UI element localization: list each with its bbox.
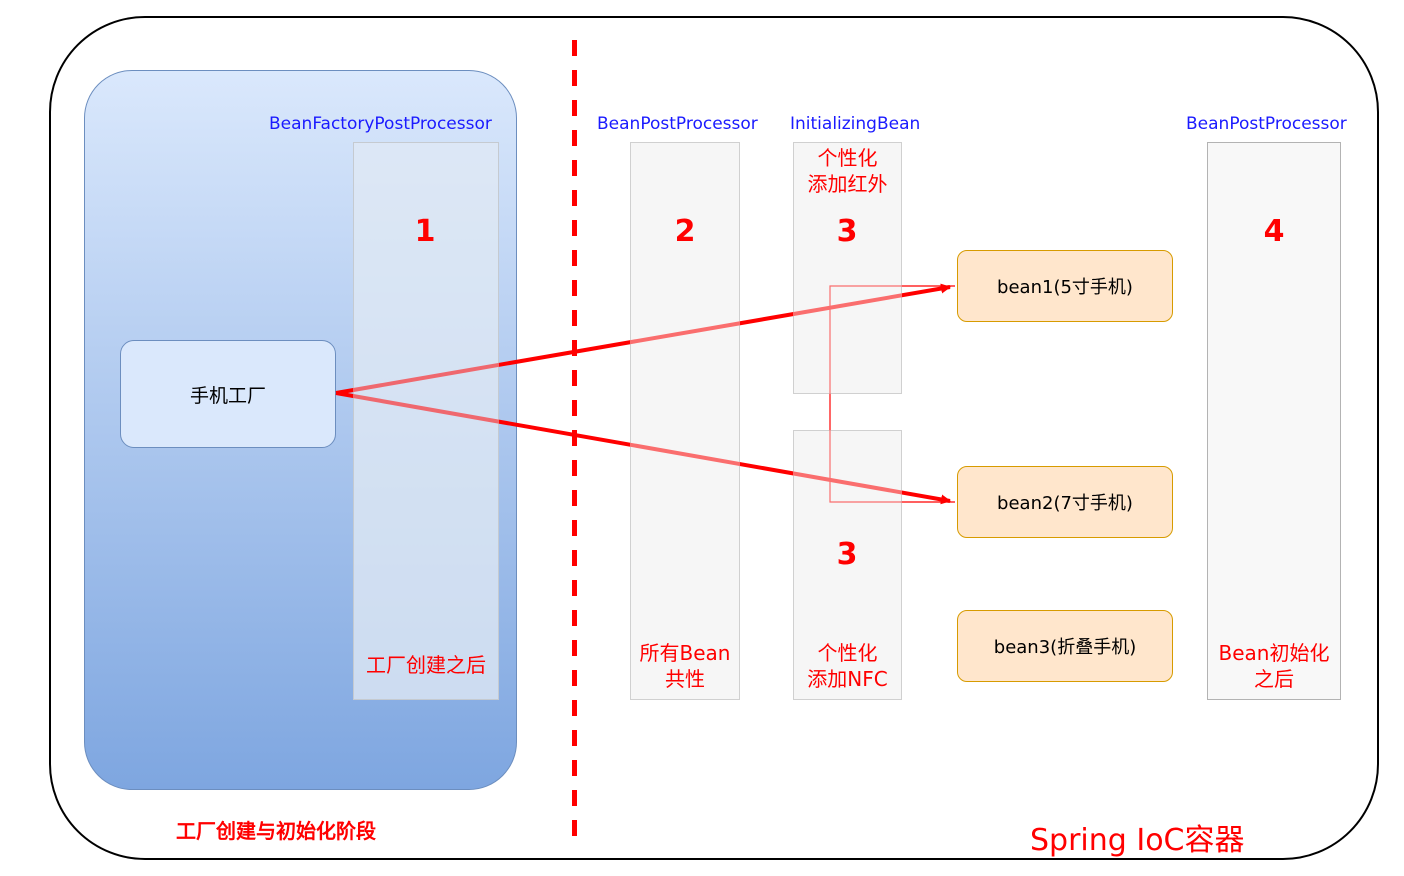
bpp-before-column	[630, 142, 740, 700]
step-2: 2	[674, 214, 696, 249]
step-4: 4	[1263, 214, 1285, 249]
step-3-top: 3	[836, 214, 858, 249]
personalize-nfc-line1: 个性化	[817, 641, 878, 665]
factory-to-bean2-arrow	[335, 391, 951, 505]
factory-stage-label: 工厂创建与初始化阶段	[176, 819, 376, 843]
initializing-bean-label: InitializingBean	[790, 114, 921, 134]
spring-ioc-label: Spring IoC容器	[1030, 823, 1245, 858]
initializing-bean-column-bottom	[793, 430, 902, 700]
after-init-line2: 之后	[1254, 667, 1294, 691]
bfpp-column-overlay	[353, 142, 499, 700]
bpp-before-column-overlay	[630, 142, 740, 700]
phone-factory-label: 手机工厂	[189, 384, 266, 407]
step-1: 1	[414, 214, 436, 249]
personalize-nfc-line2: 添加NFC	[807, 667, 888, 691]
bpp-after-label: BeanPostProcessor	[1186, 114, 1347, 134]
bean-link-connector	[829, 285, 955, 503]
initializing-bean-column-top	[793, 142, 902, 394]
after-init-text: Bean初始化 之后	[1200, 640, 1348, 692]
after-factory-text: 工厂创建之后	[366, 653, 486, 677]
initializing-top-overlay	[793, 142, 902, 394]
all-bean-common-line2: 共性	[665, 667, 705, 691]
initializing-bottom-overlay	[793, 430, 902, 700]
all-bean-common-line1: 所有Bean	[639, 641, 731, 665]
bfpp-label: BeanFactoryPostProcessor	[269, 114, 492, 134]
bean3-label: bean3(折叠手机)	[993, 637, 1137, 658]
bean2-node: bean2(7寸手机)	[957, 466, 1173, 538]
bean1-node: bean1(5寸手机)	[957, 250, 1173, 322]
phone-factory-node: 手机工厂	[120, 340, 336, 448]
step-3-bottom: 3	[836, 537, 858, 572]
bfpp-column	[353, 142, 499, 700]
personalize-nfc-text: 个性化 添加NFC	[783, 640, 912, 692]
after-init-line1: Bean初始化	[1218, 641, 1330, 665]
stage-divider	[572, 40, 577, 838]
personalize-ir-line1: 个性化	[817, 146, 878, 170]
factory-to-bean1-arrow	[335, 283, 951, 395]
bean3-node: bean3(折叠手机)	[957, 610, 1173, 682]
bean2-label: bean2(7寸手机)	[997, 493, 1133, 514]
personalize-ir-line2: 添加红外	[807, 172, 888, 196]
bpp-before-label: BeanPostProcessor	[597, 114, 758, 134]
bean1-label: bean1(5寸手机)	[997, 277, 1133, 298]
all-bean-common-text: 所有Bean 共性	[620, 640, 750, 692]
bpp-after-column	[1207, 142, 1341, 700]
personalize-ir-text: 个性化 添加红外	[783, 145, 912, 197]
